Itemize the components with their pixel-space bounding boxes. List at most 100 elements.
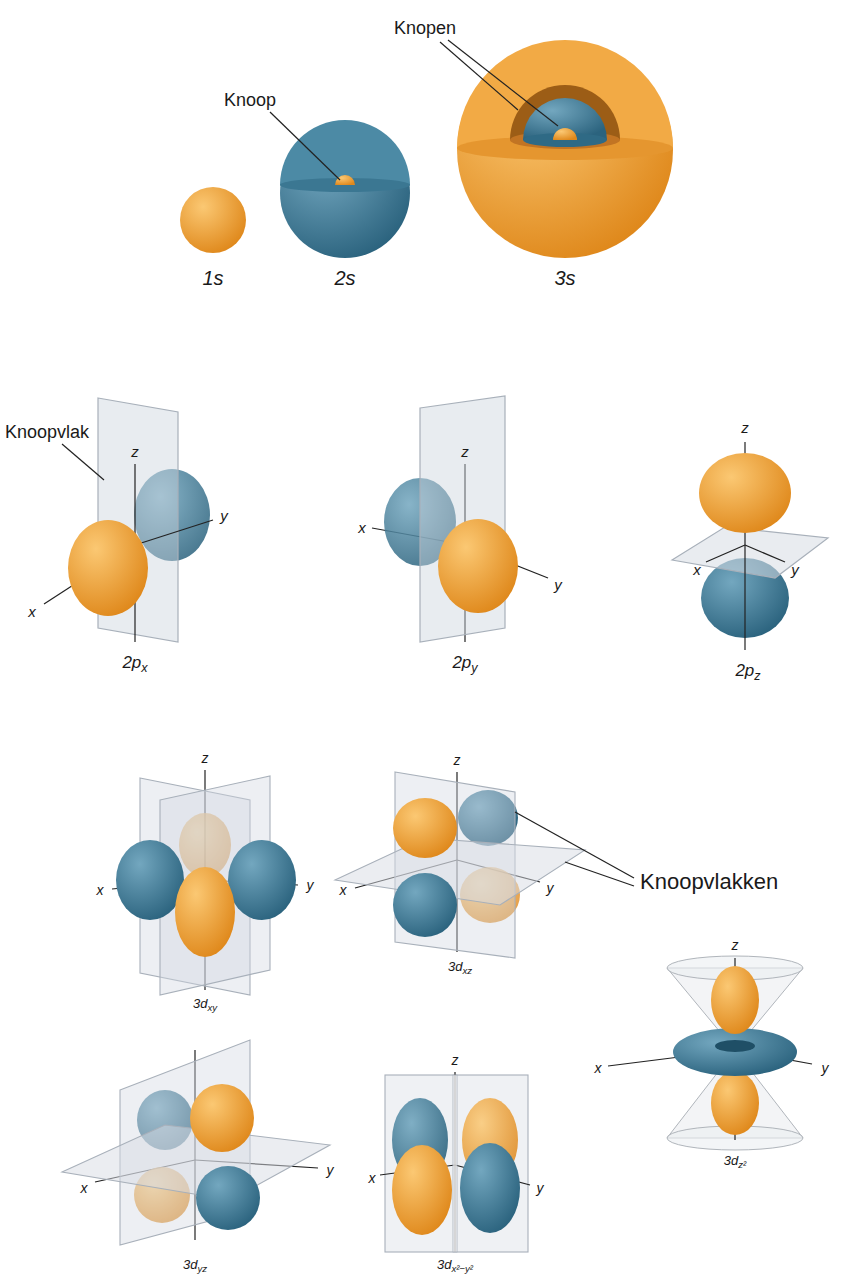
axis-label: x [595, 1060, 602, 1076]
subscript: z² [738, 1159, 746, 1170]
orbital-main: 2p [122, 653, 141, 672]
orbital-3dxy [112, 770, 298, 995]
orbital-label: 2py [452, 653, 477, 675]
axis-label: z [461, 443, 469, 460]
leader-line [270, 40, 558, 180]
orbital-2s-part [280, 120, 410, 185]
orbital-3dx2-y2-part [392, 1145, 452, 1235]
leader-line-part [448, 40, 558, 126]
orbital-label: 3dxz [448, 960, 472, 976]
orbital-2py [372, 396, 548, 642]
subscript: x²−y² [451, 1263, 473, 1274]
orbital-3dz2 [608, 956, 812, 1150]
orbital-3dxz-part [393, 873, 457, 937]
orbital-3s-part [553, 128, 577, 140]
axis-label: x [340, 882, 347, 898]
orbital-3s-part [457, 40, 673, 148]
orbital-3dz2-part [673, 1028, 797, 1076]
orbital-3dyz [62, 1040, 330, 1245]
orbital-2pz-part-part [706, 545, 745, 562]
orbital-label: 2s [334, 267, 355, 290]
subscript: x [141, 661, 147, 675]
callout-label: Knopen [394, 18, 456, 39]
orbital-3dx2-y2 [380, 1072, 530, 1252]
orbital-1s [180, 187, 246, 253]
axis-label: y [327, 1162, 334, 1178]
leader-line-part [270, 112, 340, 180]
axis-label: y [791, 561, 799, 578]
axis-label: x [81, 1180, 88, 1196]
axis-label: x [28, 603, 36, 620]
orbital-3dxy-part [228, 840, 296, 920]
orbital-3dyz-part [196, 1166, 260, 1230]
orbital-main: 3d [183, 1257, 197, 1272]
axis-label: z [131, 443, 139, 460]
orbital-2pz [672, 442, 828, 650]
orbital-label: 3dxy [193, 997, 217, 1013]
orbital-3s-part [523, 98, 607, 140]
orbital-3dxz [335, 772, 634, 958]
orbital-main: 3d [448, 959, 462, 974]
axis-label: z [454, 752, 461, 768]
orbital-main: 2p [735, 661, 754, 680]
axis-label: y [554, 576, 562, 593]
axis-label: x [693, 561, 701, 578]
axis-label: x [369, 1170, 376, 1186]
subscript: y [471, 661, 477, 675]
orbital-3s-part [510, 85, 620, 140]
orbital-3dx2-y2-part [385, 1075, 528, 1252]
orbital-3dx2-y2-part [453, 1075, 457, 1252]
axis-label: y [307, 877, 314, 893]
callout-label: Knoopvlak [5, 422, 89, 443]
subscript: xy [207, 1002, 217, 1013]
axis-label: z [202, 750, 209, 766]
orbital-label: 3dz² [724, 1154, 746, 1170]
orbital-2pz-part [699, 453, 791, 533]
orbital-1s-part [180, 187, 246, 253]
orbital-2px-part [44, 464, 213, 642]
orbital-3dxz-part-part [515, 812, 634, 878]
orbital-label: 2px [122, 653, 147, 675]
orbital-label: 3dyz [183, 1258, 207, 1274]
axis-label: y [547, 880, 554, 896]
orbital-3dx2-y2-part [380, 1072, 530, 1252]
axis-label: y [537, 1180, 544, 1196]
orbital-3dxz-part [335, 838, 585, 905]
orbital-label: 3dx²−y² [437, 1258, 473, 1274]
orbital-3dz2-part [608, 958, 812, 1140]
orbital-3dyz-part [190, 1084, 254, 1152]
orbital-3dxz-part [515, 812, 634, 886]
subscript: xz [462, 965, 472, 976]
subscript: z [754, 669, 760, 683]
axis-label: z [741, 419, 749, 436]
axis-label: x [358, 519, 366, 536]
orbital-3dxz-part [393, 798, 457, 858]
orbital-2s-part [335, 175, 355, 185]
orbital-label: 3s [554, 267, 575, 290]
orbital-main: 3d [724, 1153, 738, 1168]
axis-label: y [220, 507, 228, 524]
orbital-3dxy-part [175, 867, 235, 957]
callout-label: Knoopvlakken [640, 869, 778, 894]
orbital-2pz-part-part [745, 545, 785, 562]
orbital-main: 3d [437, 1257, 451, 1272]
callout-label: Knoop [224, 90, 276, 111]
orbital-label: 1s [202, 267, 223, 290]
subscript: yz [197, 1263, 207, 1274]
orbital-3dxy-part [116, 840, 184, 920]
leader-line-part [440, 42, 518, 110]
orbital-3dxz-part-part [565, 862, 634, 886]
orbital-3dz2-part [711, 1071, 759, 1135]
orbital-3dx2-y2-part [460, 1143, 520, 1233]
orbital-main: 3d [193, 996, 207, 1011]
axis-label: z [452, 1052, 459, 1068]
orbital-label: 2pz [735, 661, 760, 683]
axis-label: x [97, 882, 104, 898]
axis-label: z [732, 937, 739, 953]
orbital-2px-part [62, 444, 104, 480]
orbital-main: 2p [452, 653, 471, 672]
orbital-3dz2-part [715, 1040, 755, 1052]
orbital-2pz-part [672, 527, 828, 578]
